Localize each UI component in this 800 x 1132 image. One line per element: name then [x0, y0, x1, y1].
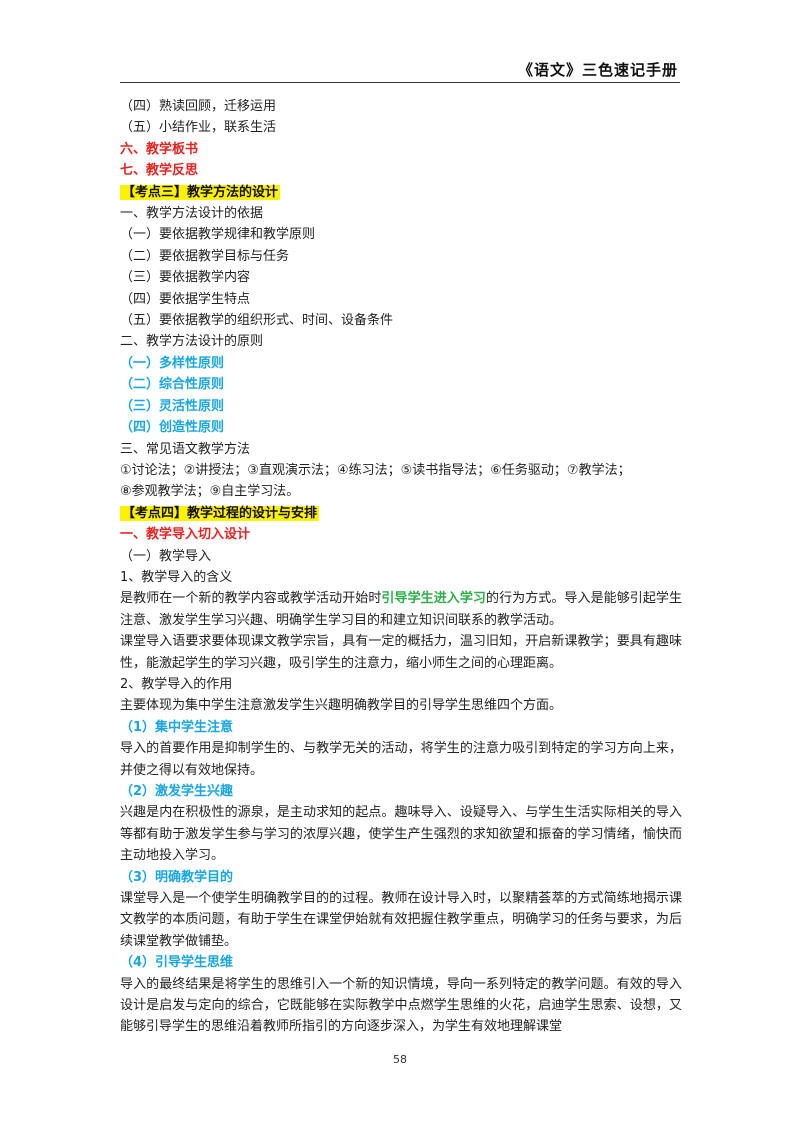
subheading: （4）引导学生思维 [120, 955, 234, 971]
text-line: （五）小结作业，联系生活 [120, 120, 277, 136]
text-line: 1、教学导入的含义 [120, 569, 233, 585]
paragraph: 导入的最终结果是将学生的思维引入一个新的知识情境，导向一系列特定的教学问题。有效… [120, 976, 682, 1035]
principle-item: （一）多样性原则 [120, 355, 225, 371]
highlighted-heading: 【考点四】教学过程的设计与安排 [120, 505, 320, 521]
paragraph-text: 是教师在一个新的教学内容或教学活动开始时 [120, 591, 382, 607]
text-line: 一、教学方法设计的依据 [120, 206, 264, 222]
subheading: （3）明确教学目的 [120, 869, 234, 885]
principle-item: （二）综合性原则 [120, 377, 225, 393]
text-line: 2、教学导入的作用 [120, 676, 233, 692]
text-line: （一）要依据教学规律和教学原则 [120, 227, 316, 243]
text-line: （一）教学导入 [120, 548, 212, 564]
paragraph: 兴趣是内在积极性的源泉，是主动求知的起点。趣味导入、设疑导入、与学生生活实际相关… [120, 805, 682, 864]
text-line: 主要体现为集中学生注意激发学生兴趣明确教学目的引导学生思维四个方面。 [120, 698, 563, 714]
header-title: 《语文》三色速记手册 [517, 61, 678, 79]
paragraph: 课堂导入语要求要体现课文教学宗旨，具有一定的概括力，温习旧知，开启新课教学；要具… [120, 634, 682, 671]
text-line: （四）要依据学生特点 [120, 291, 251, 307]
paragraph-text: 的行为方式。导入是能够引起学生注意、激发学生学习兴趣、明确学生学习目的和建立知识… [120, 591, 682, 628]
method-list: ①讨论法；②讲授法；③直观演示法；④练习法；⑤读书指导法；⑥任务驱动；⑦教学法； [120, 462, 631, 478]
text-line: （五）要依据教学的组织形式、时间、设备条件 [120, 313, 394, 329]
paragraph: 是教师在一个新的教学内容或教学活动开始时引导学生进入学习的行为方式。导入是能够引… [120, 588, 682, 631]
text-line: （三）要依据教学内容 [120, 270, 251, 286]
text-line: （二）要依据教学目标与任务 [120, 248, 290, 264]
method-list: ⑧参观教学法；⑨自主学习法。 [120, 484, 300, 500]
header-rule [120, 82, 680, 83]
page-number: 58 [393, 1053, 407, 1066]
paragraph: 课堂导入是一个使学生明确教学目的的过程。教师在设计导入时，以聚精荟萃的方式简练地… [120, 891, 682, 949]
subheading: （2）激发学生兴趣 [120, 784, 234, 799]
key-phrase: 引导学生进入学习 [381, 591, 486, 607]
text-line: 三、常见语文教学方法 [120, 441, 251, 457]
section-heading: 一、教学导入切入设计 [120, 527, 251, 543]
text-line: （四）熟读回顾，迁移运用 [120, 99, 277, 114]
subheading: （1）集中学生注意 [120, 719, 234, 735]
section-heading: 六、教学板书 [120, 141, 199, 157]
paragraph: 导入的首要作用是抑制学生的、与教学无关的活动，将学生的注意力吸引到特定的学习方向… [120, 741, 682, 778]
highlighted-heading: 【考点三】教学方法的设计 [120, 184, 281, 200]
section-heading: 七、教学反思 [120, 163, 199, 179]
text-line: 二、教学方法设计的原则 [120, 334, 264, 350]
principle-item: （三）灵活性原则 [120, 398, 225, 414]
principle-item: （四）创造性原则 [120, 420, 225, 436]
page-content: （四）熟读回顾，迁移运用 （五）小结作业，联系生活 六、教学板书 七、教学反思 … [120, 96, 682, 1038]
